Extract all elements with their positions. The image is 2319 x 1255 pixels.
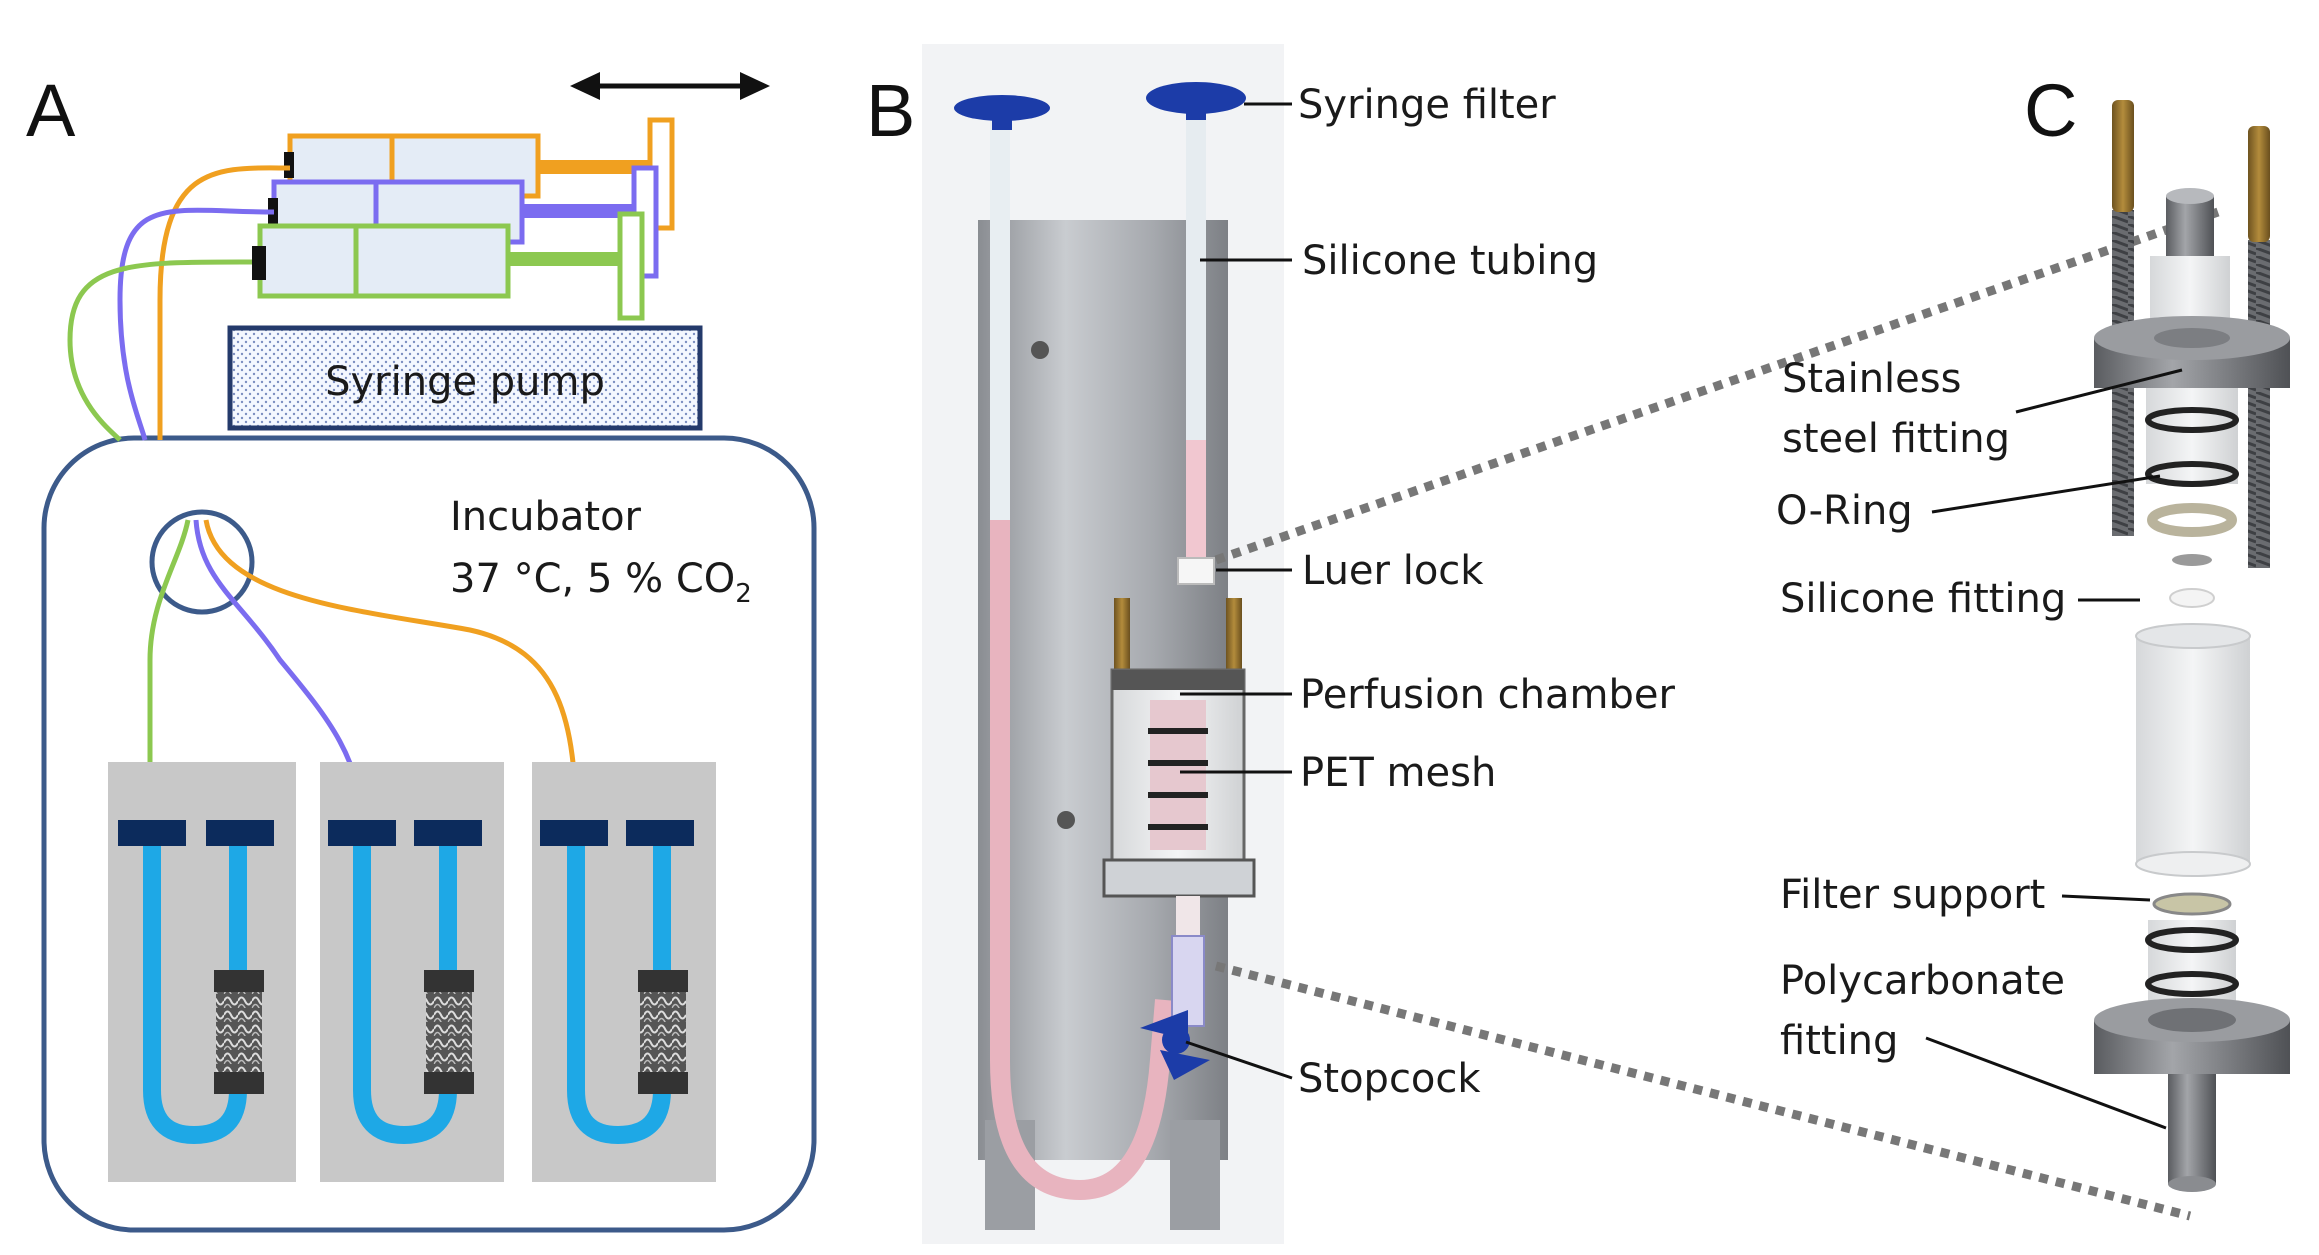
label-filter-support: Filter support [1780,872,2045,918]
panel-c-letter: C [2024,69,2077,152]
chamber-rod [1226,598,1242,688]
label-silicone-tubing: Silicone tubing [1302,238,1598,284]
silicone-tubing-left [990,110,1175,1201]
incubator-label: Incubator [450,494,642,540]
incubator: Incubator 37 °C, 5 % CO2 [41,435,817,1233]
panel-b-letter: B [866,69,915,152]
label-perfusion-chamber: Perfusion chamber [1300,672,1675,718]
zoom-line-bottom [1214,961,2192,1221]
label-luer-lock: Luer lock [1302,548,1484,594]
screw-hole [1057,811,1075,829]
glass-chamber [2135,623,2251,877]
chamber-holder-2 [320,762,504,1182]
label-stopcock: Stopcock [1298,1056,1481,1102]
chamber-rod [1114,598,1130,688]
label-silicone-fitting: Silicone fitting [1780,576,2066,622]
syringe-green [252,211,645,321]
label-stainless-line1: Stainless [1782,356,1961,402]
polycarbonate-fitting [2094,920,2290,1192]
luer-lock [1177,557,1215,585]
panel-a: A [26,69,817,1233]
label-pet-mesh: PET mesh [1300,750,1496,796]
pet-mesh [1148,700,1208,850]
silicone-fitting-disc [2169,588,2215,608]
label-polycarbonate-line1: Polycarbonate [1780,958,2065,1004]
zoom-line-top [1214,207,2220,565]
mesh-disc [2172,554,2212,566]
panel-b-labels: Syringe filter Silicone tubing Luer lock… [1180,82,2220,1221]
syringe-pump: Syringe pump [227,325,703,431]
label-polycarbonate-line2: fitting [1780,1018,1898,1064]
stopcock [1140,1010,1210,1080]
plate-foot-right [1170,1120,1220,1230]
syringe-filter-right [1146,82,1246,120]
chamber-mount-plate [1102,858,1256,898]
double-arrow-icon [570,72,770,100]
stainless-steel-fitting [2094,188,2290,487]
chamber-holder-3 [532,762,716,1182]
screw-hole [1031,341,1049,359]
syringe-pump-label: Syringe pump [325,359,605,405]
label-o-ring: O-Ring [1776,488,1913,534]
threaded-rod-right [2248,240,2270,568]
chamber-holder-1 [108,762,296,1182]
panel-a-letter: A [26,69,76,152]
label-stainless-line2: steel fitting [1782,416,2010,462]
panel-c: C [2024,69,2290,1192]
o-ring-washer [2147,503,2237,537]
label-syringe-filter: Syringe filter [1298,82,1556,128]
panel-c-labels: Stainless steel fitting O-Ring Silicone … [1776,356,2183,1130]
syringe-filter-left [954,95,1050,130]
feedthrough-port [149,509,255,615]
panel-b: B [866,44,1284,1244]
incubator-conditions: 37 °C, 5 % CO2 [450,556,752,609]
filter-support [2152,892,2232,916]
